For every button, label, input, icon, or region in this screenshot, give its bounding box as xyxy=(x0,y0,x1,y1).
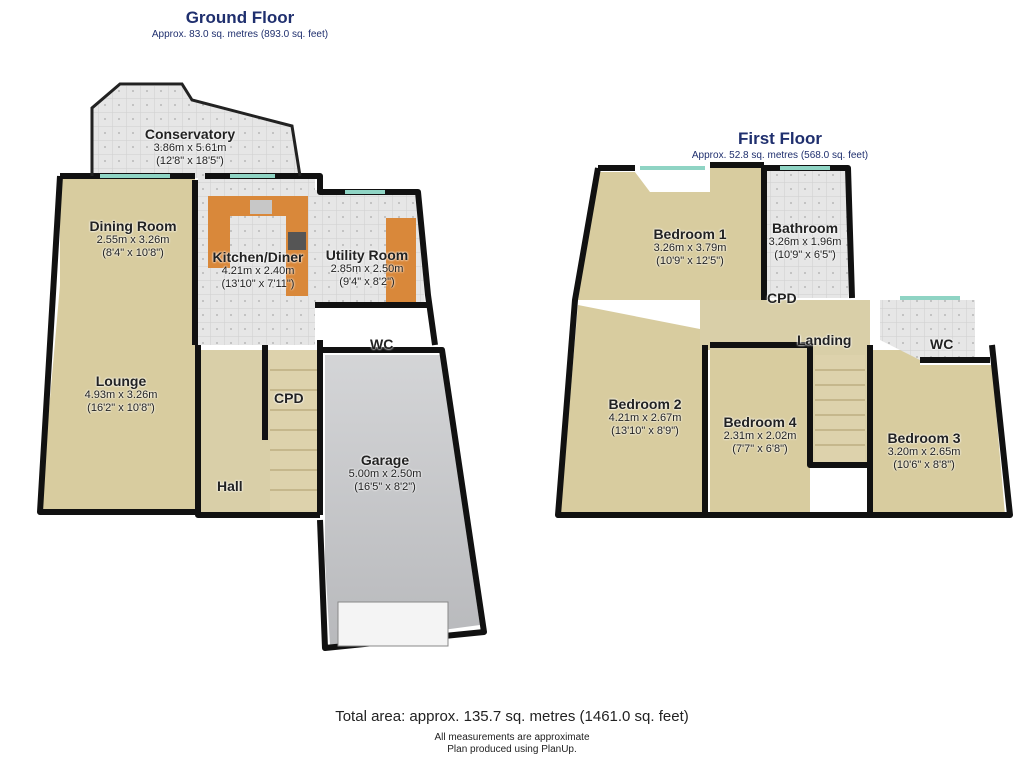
label-hall: Hall xyxy=(217,478,243,494)
garage-door xyxy=(337,601,449,647)
first-windows xyxy=(640,166,960,300)
room-label-bedroom-3: Bedroom 3 3.20m x 2.65m (10'6" x 8'8") xyxy=(872,430,976,471)
room-name: Bedroom 4 xyxy=(723,414,797,430)
label-landing: Landing xyxy=(797,332,852,348)
first-floor-title: First Floor xyxy=(737,129,823,148)
room-imperial: (8'4" x 10'8") xyxy=(102,246,164,259)
room-label-lounge: Lounge 4.93m x 3.26m (16'2" x 10'8") xyxy=(66,373,176,414)
ground-floor-title: Ground Floor xyxy=(185,8,295,27)
room-name: Bedroom 2 xyxy=(608,396,682,412)
plan-credit: Plan produced using PlanUp. xyxy=(447,744,577,755)
room-name: Bedroom 3 xyxy=(887,430,961,446)
room-imperial: (7'7" x 6'8") xyxy=(732,442,788,455)
room-name: Bedroom 1 xyxy=(653,226,727,242)
label-cpd-ground: CPD xyxy=(274,390,304,406)
room-imperial: (16'5" x 8'2") xyxy=(354,480,416,493)
room-metric: 2.31m x 2.02m xyxy=(723,430,797,443)
first-floor-plan xyxy=(555,162,1013,518)
bedroom-2-floor xyxy=(560,305,705,515)
room-imperial: (13'10" x 8'9") xyxy=(611,424,679,437)
conservatory-frame xyxy=(90,82,302,177)
room-metric: 4.21m x 2.67m xyxy=(608,412,682,425)
label-wc-ground: WC xyxy=(370,336,394,352)
room-name: Lounge xyxy=(95,373,147,389)
first-wc-floor xyxy=(880,300,975,360)
conservatory-floor xyxy=(92,86,300,178)
lounge-floor xyxy=(40,178,195,512)
room-metric: 3.86m x 5.61m xyxy=(153,142,227,155)
room-imperial: (13'10" x 7'11") xyxy=(221,277,295,290)
ground-windows xyxy=(100,174,385,194)
garage-floor xyxy=(325,355,480,645)
room-label-conservatory: Conservatory 3.86m x 5.61m (12'8" x 18'5… xyxy=(120,126,260,167)
first-stairs xyxy=(815,355,865,463)
room-imperial: (10'9" x 12'5") xyxy=(656,254,724,267)
ground-floor-plan xyxy=(37,82,487,651)
room-metric: 3.26m x 3.79m xyxy=(653,242,727,255)
room-label-bedroom-2: Bedroom 2 4.21m x 2.67m (13'10" x 8'9") xyxy=(590,396,700,437)
utility-worktop xyxy=(386,218,416,306)
room-metric: 5.00m x 2.50m xyxy=(348,468,422,481)
ground-floor-area: Approx. 83.0 sq. metres (893.0 sq. feet) xyxy=(151,29,329,40)
first-floor-area: Approx. 52.8 sq. metres (568.0 sq. feet) xyxy=(691,150,869,161)
room-imperial: (10'9" x 6'5") xyxy=(774,248,836,261)
room-metric: 2.55m x 3.26m xyxy=(96,234,170,247)
room-name: Bathroom xyxy=(771,220,839,236)
room-imperial: (16'2" x 10'8") xyxy=(87,401,155,414)
room-name: Utility Room xyxy=(325,247,409,263)
bedroom-1-floor xyxy=(578,166,764,300)
ground-stairs xyxy=(270,350,318,510)
room-metric: 4.93m x 3.26m xyxy=(84,389,158,402)
room-label-utility-room: Utility Room 2.85m x 2.50m (9'4" x 8'2") xyxy=(308,247,426,288)
room-label-kitchen-diner: Kitchen/Diner 4.21m x 2.40m (13'10" x 7'… xyxy=(196,249,320,290)
room-metric: 2.85m x 2.50m xyxy=(330,263,404,276)
room-name: Dining Room xyxy=(89,218,177,234)
kitchen-worktops xyxy=(208,196,308,296)
room-metric: 3.20m x 2.65m xyxy=(887,446,961,459)
label-cpd-first: CPD xyxy=(767,290,797,306)
room-name: Garage xyxy=(360,452,410,468)
bathroom-floor xyxy=(764,170,848,298)
room-label-bathroom: Bathroom 3.26m x 1.96m (10'9" x 6'5") xyxy=(758,220,852,261)
measurement-note: All measurements are approximate xyxy=(434,732,590,743)
room-metric: 3.26m x 1.96m xyxy=(768,236,842,249)
bedroom-3-floor xyxy=(870,350,1005,515)
room-name: Conservatory xyxy=(144,126,236,142)
label-wc-first: WC xyxy=(930,336,954,352)
room-imperial: (9'4" x 8'2") xyxy=(339,275,395,288)
first-walls xyxy=(555,162,1013,518)
bedroom-4-floor xyxy=(710,350,810,515)
room-label-bedroom-4: Bedroom 4 2.31m x 2.02m (7'7" x 6'8") xyxy=(708,414,812,455)
room-label-bedroom-1: Bedroom 1 3.26m x 3.79m (10'9" x 12'5") xyxy=(635,226,745,267)
room-metric: 4.21m x 2.40m xyxy=(221,265,295,278)
room-name: Kitchen/Diner xyxy=(212,249,304,265)
room-imperial: (10'6" x 8'8") xyxy=(893,458,955,471)
room-imperial: (12'8" x 18'5") xyxy=(156,154,224,167)
room-label-dining-room: Dining Room 2.55m x 3.26m (8'4" x 10'8") xyxy=(88,218,178,259)
total-area: Total area: approx. 135.7 sq. metres (14… xyxy=(335,708,689,725)
room-label-garage: Garage 5.00m x 2.50m (16'5" x 8'2") xyxy=(330,452,440,493)
